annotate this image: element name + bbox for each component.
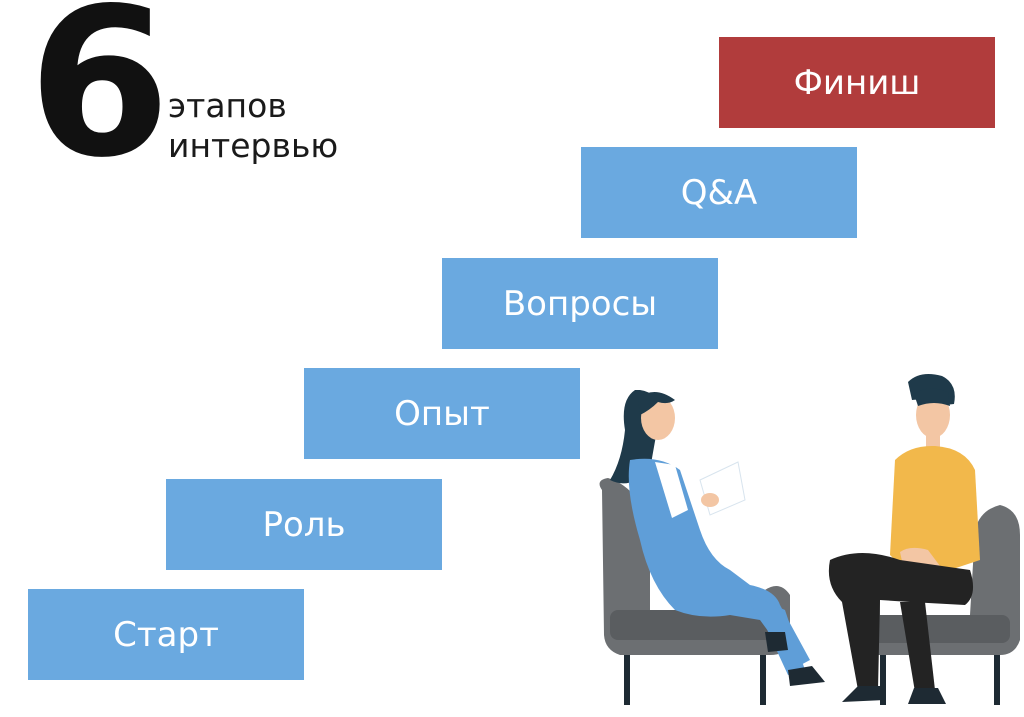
step-questions: Вопросы (442, 258, 718, 349)
title-line-2: интервью (168, 126, 339, 165)
step-experience: Опыт (304, 368, 580, 459)
man-figure (828, 374, 980, 704)
step-qa: Q&A (581, 147, 857, 238)
step-finish: Финиш (719, 37, 995, 128)
step-role: Роль (166, 479, 442, 570)
interview-illustration-icon (599, 374, 1020, 705)
stage-count: 6 (28, 0, 171, 203)
title-line-1: этапов (168, 86, 287, 125)
step-start: Старт (28, 589, 304, 680)
woman-figure (610, 390, 825, 686)
page-title: этапов интервью (168, 86, 338, 166)
